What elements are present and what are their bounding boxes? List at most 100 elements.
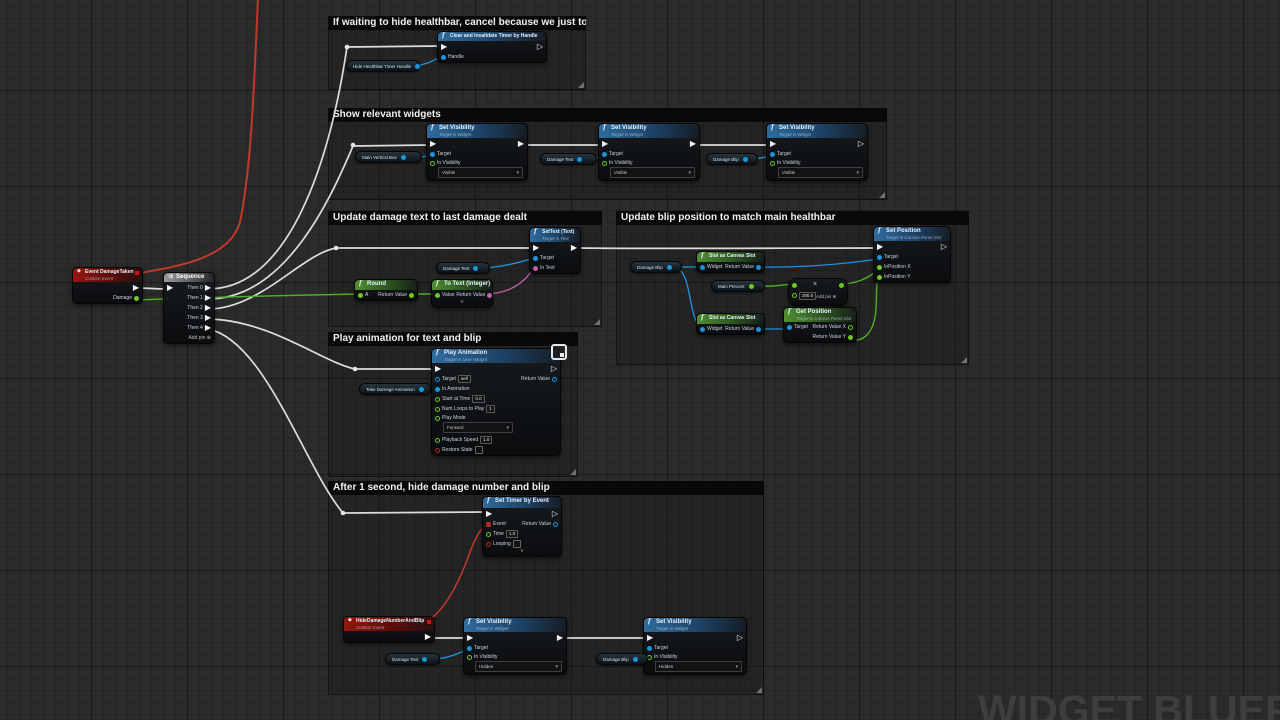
node-clear-invalidate-timer[interactable]: Clear and Invalidate Timer by Handle Han… (437, 31, 547, 63)
expand-chevron-icon[interactable]: ˅ (520, 549, 524, 555)
var-out-pin[interactable] (473, 265, 479, 271)
exec-out-pin[interactable] (518, 140, 524, 148)
exec-out-pin[interactable] (571, 244, 577, 252)
comment-resize-handle[interactable] (879, 192, 885, 198)
in-visibility-pin[interactable] (430, 160, 435, 166)
return-value-pin[interactable] (552, 376, 557, 382)
playback-speed-pin[interactable] (435, 437, 440, 443)
looping-checkbox[interactable] (512, 540, 521, 548)
exec-out-pin[interactable] (551, 365, 557, 373)
exec-in-pin[interactable] (167, 284, 173, 292)
target-pin[interactable] (533, 255, 538, 261)
exec-in-pin[interactable] (770, 140, 776, 148)
variable-pill-main-vertical-box[interactable]: Main Vertical Box (355, 151, 422, 163)
comment-resize-handle[interactable] (578, 82, 584, 88)
num-loops-input[interactable]: 1 (486, 405, 495, 413)
num-loops-pin[interactable] (435, 406, 440, 412)
variable-pill-hide-timer-handle[interactable]: Hide Healthbar Timer Handle (346, 60, 421, 72)
var-out-pin[interactable] (400, 154, 406, 160)
exec-in-pin[interactable] (441, 43, 447, 51)
exec-in-pin[interactable] (877, 243, 883, 251)
variable-pill-damage-blip[interactable]: Damage Blip (630, 261, 682, 273)
expand-chevron-icon[interactable]: ˅ (460, 300, 464, 306)
var-out-pin[interactable] (422, 656, 428, 662)
time-pin[interactable] (486, 531, 491, 537)
var-out-pin[interactable] (742, 156, 748, 162)
exec-out-pin[interactable] (690, 140, 696, 148)
variable-pill-damage-text[interactable]: Damage Text (385, 653, 440, 665)
add-pin-button[interactable]: Add pin ⊕ (816, 294, 837, 299)
looping-pin[interactable] (486, 541, 491, 547)
play-mode-pin[interactable] (435, 415, 440, 421)
visibility-dropdown[interactable]: Hidden (655, 661, 742, 672)
then2-pin[interactable] (205, 304, 211, 312)
return-value-y-pin[interactable] (848, 334, 853, 340)
exec-in-pin[interactable] (602, 140, 608, 148)
exec-out-pin[interactable] (552, 510, 558, 518)
target-pin[interactable] (647, 645, 652, 651)
target-pin[interactable] (770, 151, 775, 157)
then0-pin[interactable] (205, 284, 211, 292)
in-position-x-pin[interactable] (877, 264, 882, 270)
value-pin[interactable] (435, 292, 440, 298)
comment-title[interactable]: If waiting to hide healthbar, cancel bec… (328, 16, 586, 30)
node-sequence[interactable]: Sequence Then 0 Then 1 Then 2 Then 3 The… (163, 272, 215, 344)
node-multiply[interactable]: × 200.0 Add pin ⊕ (788, 278, 848, 306)
return-value-pin[interactable] (756, 264, 761, 270)
return-value-pin[interactable] (409, 292, 414, 298)
start-at-time-input[interactable]: 0.0 (472, 395, 485, 403)
exec-out-pin[interactable] (737, 634, 743, 642)
target-pin[interactable] (877, 254, 882, 260)
exec-in-pin[interactable] (647, 634, 653, 642)
target-pin[interactable] (787, 324, 792, 330)
exec-in-pin[interactable] (486, 510, 492, 518)
then3-pin[interactable] (205, 314, 211, 322)
add-pin-button[interactable]: Add pin ⊕ (188, 335, 211, 341)
exec-in-pin[interactable] (435, 365, 441, 373)
variable-pill-damage-text[interactable]: Damage Text (436, 262, 490, 274)
variable-pill-take-damage-animation[interactable]: Take Damage Animation (359, 383, 431, 395)
exec-in-pin[interactable] (533, 244, 539, 252)
var-out-pin[interactable] (577, 156, 583, 162)
variable-pill-damage-text[interactable]: Damage Text (540, 153, 597, 165)
node-set-text[interactable]: SetText (Text)Target is Text Target In T… (529, 227, 581, 274)
multiply-in-pin-a[interactable] (792, 283, 797, 288)
visibility-dropdown[interactable]: Visible (610, 167, 695, 178)
multiply-in-pin-b[interactable] (792, 293, 797, 298)
comment-title[interactable]: Play animation for text and blip (328, 332, 578, 346)
exec-out-pin[interactable] (858, 140, 864, 148)
comment-title[interactable]: Update damage text to last damage dealt (328, 211, 602, 225)
multiply-literal-input[interactable]: 200.0 (799, 292, 817, 300)
comment-title[interactable]: After 1 second, hide damage number and b… (328, 481, 764, 495)
start-at-time-pin[interactable] (435, 396, 440, 402)
visibility-dropdown[interactable]: Visible (778, 167, 863, 178)
comment-title[interactable]: Update blip position to match main healt… (616, 211, 969, 225)
variable-pill-damage-blip[interactable]: Damage Blip (706, 153, 758, 165)
in-text-pin[interactable] (533, 265, 538, 271)
comment-resize-handle[interactable] (961, 357, 967, 363)
var-out-pin[interactable] (632, 656, 638, 662)
target-literal[interactable]: self (457, 375, 471, 383)
damage-out-pin[interactable] (134, 295, 139, 301)
exec-out-pin[interactable] (557, 634, 563, 642)
comment-title[interactable]: Show relevant widgets (328, 108, 887, 122)
var-out-pin[interactable] (418, 386, 424, 392)
comment-resize-handle[interactable] (594, 319, 600, 325)
then1-pin[interactable] (205, 294, 211, 302)
then4-pin[interactable] (205, 324, 211, 332)
var-out-pin[interactable] (666, 264, 672, 270)
a-pin[interactable] (358, 292, 363, 298)
delegate-pin[interactable] (134, 270, 140, 276)
visibility-dropdown[interactable]: Visible (438, 167, 523, 178)
exec-out-pin[interactable] (537, 43, 543, 51)
